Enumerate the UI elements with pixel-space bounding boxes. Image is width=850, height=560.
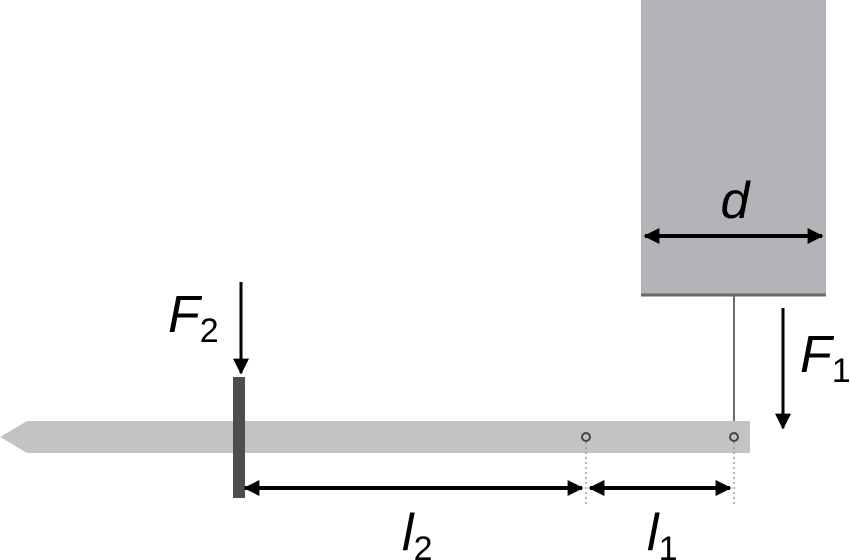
rod [0, 421, 750, 453]
fixed-block [641, 0, 826, 296]
pivot-point-right [729, 432, 739, 442]
pivot-point-left [581, 432, 591, 442]
l2-label: l2 [402, 504, 432, 560]
f1-label: F1 [800, 326, 850, 390]
d-label: d [721, 172, 752, 230]
clamp [233, 377, 245, 498]
l1-label: l1 [647, 504, 677, 560]
f2-label: F2 [168, 286, 219, 350]
